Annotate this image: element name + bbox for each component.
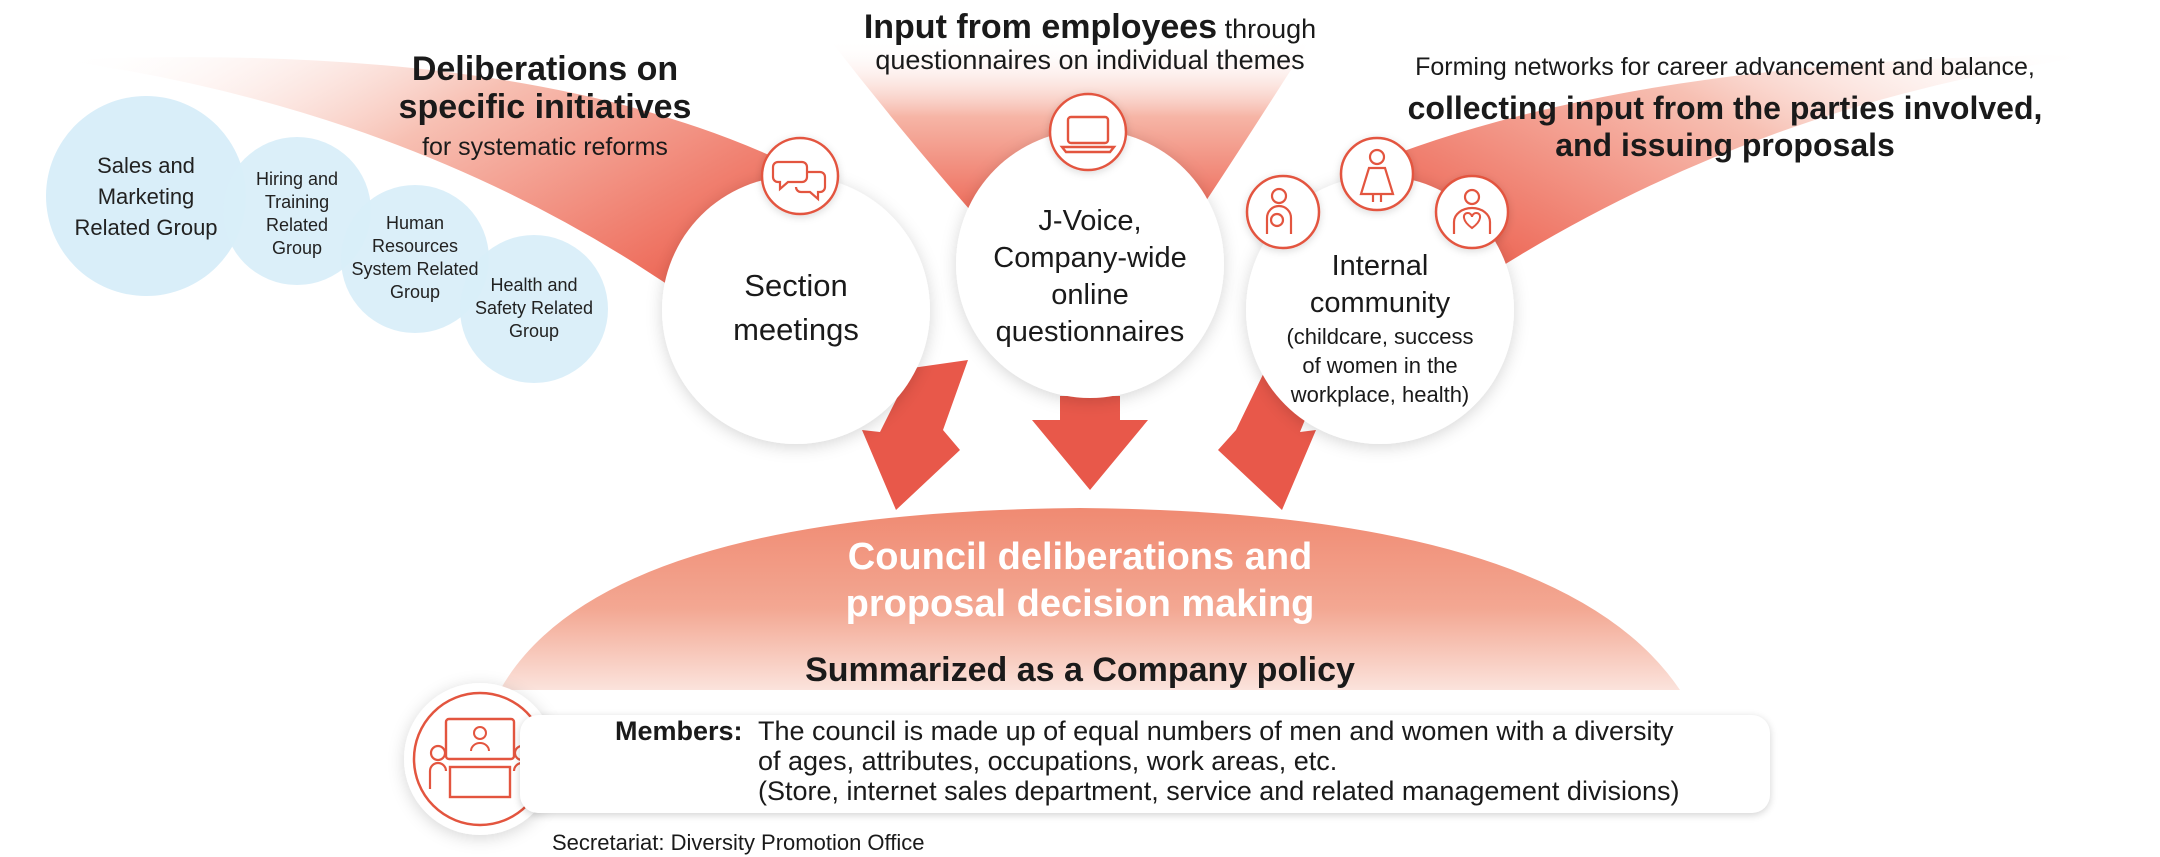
circle-community-bg	[1246, 176, 1514, 444]
parent-child-icon	[1245, 174, 1321, 250]
circle-label-line: community	[1309, 287, 1451, 319]
council-title: Council deliberations and proposal decis…	[780, 534, 1380, 628]
woman-icon	[1339, 136, 1415, 212]
members-description: The council is made up of equal numbers …	[758, 716, 1758, 806]
ray-right	[1380, 55, 2100, 280]
circle-label-line: online	[1051, 279, 1129, 311]
circle-label-line: questionnaires	[995, 316, 1185, 348]
employee-input-title: Input from employees through	[780, 6, 1400, 50]
company-policy-summary: Summarized as a Company policy	[805, 651, 1355, 689]
networks-title-line1: collecting input from the parties involv…	[1407, 90, 2043, 126]
group-label-line: Hiring and	[255, 169, 339, 189]
group-label-line: Marketing	[97, 184, 195, 209]
circle-label-line: Company-wide	[993, 242, 1187, 274]
deliberations-title-line1: Deliberations on	[411, 50, 679, 88]
employee-input-title-rest: through	[1217, 14, 1317, 44]
networks-title-line2: and issuing proposals	[1555, 127, 1895, 163]
group-label-line: Group	[389, 282, 441, 302]
group-label-line: Human	[385, 213, 445, 233]
group-hiring-training: Hiring and Training Related Group	[227, 168, 367, 260]
arrow-left	[862, 360, 968, 510]
circle-note-line: (childcare, success	[1286, 324, 1474, 349]
secretariat-note: Secretariat: Diversity Promotion Office	[552, 830, 925, 855]
group-label-line: Related Group	[74, 215, 218, 240]
ray-left	[60, 57, 780, 301]
deliberations-subtitle: for systematic reforms	[422, 133, 668, 161]
arrow-center	[1032, 396, 1148, 490]
group-label-line: Group	[508, 321, 560, 341]
members-line: of ages, attributes, occupations, work a…	[758, 746, 1338, 776]
employee-input-subtitle: questionnaires on individual themes	[875, 45, 1305, 75]
circle-note-line: of women in the	[1302, 353, 1458, 378]
deliberations-title: Deliberations on specific initiatives	[330, 50, 760, 126]
networks-title: collecting input from the parties involv…	[1380, 90, 2070, 164]
employee-input-title-bold: Input from employees	[863, 8, 1218, 46]
speech-bubbles-icon	[760, 136, 840, 216]
circle-label-line: Internal	[1331, 250, 1429, 282]
laptop-icon	[1048, 92, 1128, 172]
group-label-line: Resources	[371, 236, 459, 256]
group-label-line: Related	[265, 215, 329, 235]
group-bubbles	[46, 96, 608, 383]
circle-section-bg	[662, 176, 930, 444]
deliberations-title-line2: specific initiatives	[398, 88, 692, 126]
circle-section-meetings: Section meetings	[676, 264, 916, 352]
circle-jvoice-bg	[956, 130, 1224, 398]
council-dome	[500, 508, 1680, 690]
council-title-line1: Council deliberations and	[847, 536, 1313, 578]
members-line: (Store, internet sales department, servi…	[758, 776, 1680, 806]
networks-subtitle: Forming networks for career advancement …	[1415, 53, 2035, 81]
members-label: Members:	[615, 716, 743, 746]
members-box	[520, 715, 1770, 813]
members-line: The council is made up of equal numbers …	[758, 716, 1674, 746]
group-sales-marketing: Sales and Marketing Related Group	[46, 150, 246, 243]
person-heart-icon	[1434, 174, 1510, 250]
group-health-safety: Health and Safety Related Group	[464, 274, 604, 343]
group-label-line: Sales and	[97, 153, 195, 178]
circle-label-line: meetings	[733, 312, 859, 347]
group-label-line: Safety Related	[474, 298, 594, 318]
circle-label-line: Section	[744, 268, 848, 303]
group-label-line: Group	[271, 238, 323, 258]
circle-jvoice: J-Voice, Company-wide online questionnai…	[960, 203, 1220, 351]
group-label-line: System Related	[351, 259, 479, 279]
circle-note-line: workplace, health)	[1290, 382, 1470, 407]
circle-label-line: J-Voice,	[1038, 205, 1142, 237]
council-title-line2: proposal decision making	[845, 583, 1315, 625]
circle-internal-community: Internal community (childcare, success o…	[1250, 248, 1510, 409]
group-label-line: Health and	[490, 275, 578, 295]
group-hr-system: Human Resources System Related Group	[345, 212, 485, 304]
group-label-line: Training	[264, 192, 330, 212]
